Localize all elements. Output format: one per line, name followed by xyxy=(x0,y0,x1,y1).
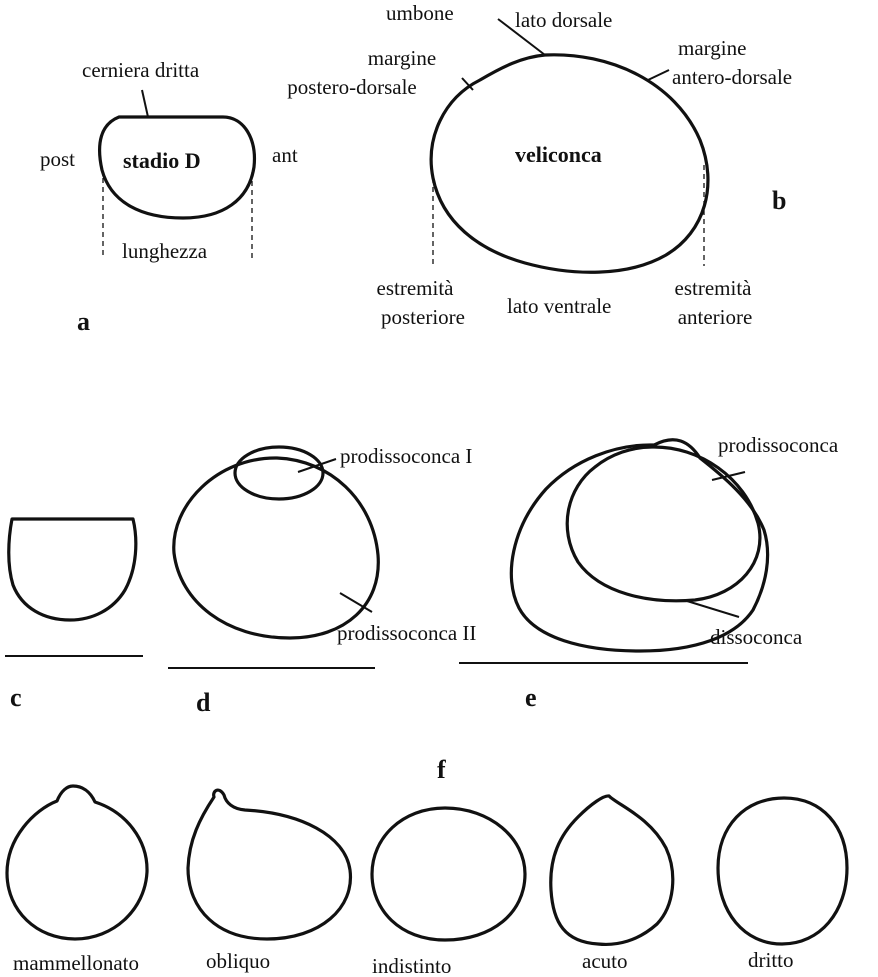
d-stage-shell-outline xyxy=(98,115,257,220)
dissoconch-outline xyxy=(509,438,770,653)
panel-d-letter: d xyxy=(196,688,211,717)
panel-e-letter: e xyxy=(525,683,537,712)
ventral-side-label: lato ventrale xyxy=(507,294,611,318)
prodissoconch-2-leader xyxy=(339,592,373,613)
anterodorsal-label-line1: margine xyxy=(678,36,746,60)
dorsal-side-label: lato dorsale xyxy=(515,8,612,32)
indistinct-umbo-outline xyxy=(370,806,527,942)
panel-f: f mammellonato obliquo indistinto acuto … xyxy=(5,755,849,977)
dissoconch-label: dissoconca xyxy=(710,625,803,649)
straight-umbo-outline xyxy=(716,796,849,946)
posterodorsal-label-line1: margine xyxy=(368,46,436,70)
d-shape-larva-outline xyxy=(7,517,138,622)
panel-b-letter: b xyxy=(772,186,786,215)
dissoconch-leader xyxy=(686,600,740,618)
panel-d: prodissoconca I prodissoconca II d xyxy=(168,444,476,717)
anterodorsal-leader-line xyxy=(647,69,670,81)
prodissoconch-outline xyxy=(565,445,762,603)
panel-b: umbone lato dorsale margine postero-dors… xyxy=(287,1,792,329)
prodissoconch-leader xyxy=(711,471,746,481)
anterior-end-label-line1: estremità xyxy=(675,276,753,300)
indistinct-label: indistinto xyxy=(372,954,451,977)
panel-e: prodissoconca dissoconca e xyxy=(459,433,839,712)
panel-c: c xyxy=(5,517,143,712)
umbo-label: umbone xyxy=(386,1,454,25)
prodissoconch-1-label: prodissoconca I xyxy=(340,444,472,468)
anterior-end-label-line2: anteriore xyxy=(678,305,753,329)
veliconch-label: veliconca xyxy=(515,142,602,167)
length-label: lunghezza xyxy=(122,239,208,263)
panel-a-letter: a xyxy=(77,307,90,336)
posterodorsal-label-line2: postero-dorsale xyxy=(287,75,416,99)
oblique-umbo-outline xyxy=(186,788,353,941)
panel-c-letter: c xyxy=(10,683,22,712)
oblique-label: obliquo xyxy=(206,949,270,973)
veliconch-shell-outline xyxy=(429,53,710,274)
acute-umbo-outline xyxy=(549,794,675,947)
hinge-label: cerniera dritta xyxy=(82,58,200,82)
prodissoconch-2-outline xyxy=(172,456,380,640)
panel-f-letter: f xyxy=(437,755,446,784)
prodissoconch-2-label: prodissoconca II xyxy=(337,621,476,645)
panel-a: cerniera dritta post ant stadio D lunghe… xyxy=(40,58,298,336)
mammillate-umbo-outline xyxy=(5,784,149,941)
posterodorsal-leader-line xyxy=(461,77,474,91)
straight-label: dritto xyxy=(748,948,794,972)
prodissoconch-1-outline xyxy=(233,445,325,501)
d-stage-label: stadio D xyxy=(123,148,201,173)
prodissoconch-label: prodissoconca xyxy=(718,433,839,457)
prodissoconch-1-leader xyxy=(297,458,337,473)
acute-label: acuto xyxy=(582,949,627,973)
umbo-leader-line xyxy=(497,18,546,56)
posterior-end-label-line2: posteriore xyxy=(381,305,465,329)
anterodorsal-label-line2: antero-dorsale xyxy=(672,65,792,89)
posterior-label: post xyxy=(40,147,75,171)
mammillate-label: mammellonato xyxy=(13,951,139,975)
anterior-label: ant xyxy=(272,143,298,167)
hinge-leader-line xyxy=(141,89,149,118)
posterior-end-label-line1: estremità xyxy=(377,276,455,300)
